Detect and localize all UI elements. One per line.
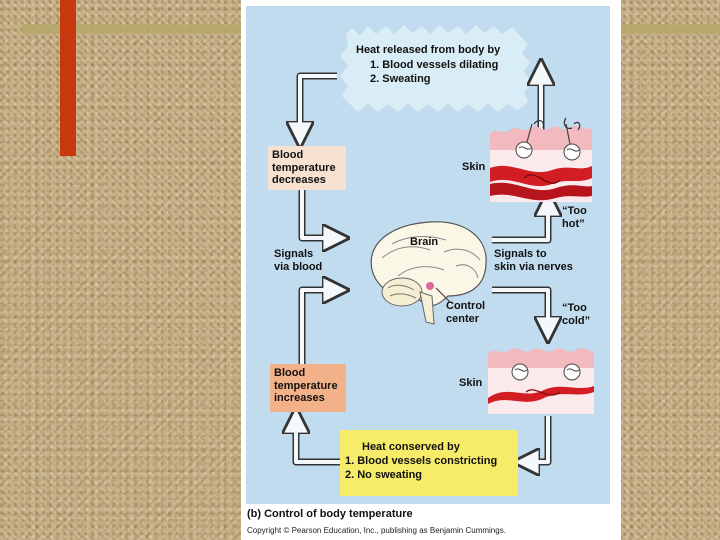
brain-label: Brain [410, 236, 439, 248]
blood-temp-increases-label: Blood temperature increases [274, 367, 338, 405]
skin-bottom-illustration [488, 348, 594, 414]
blood-temp-decreases-box [268, 146, 346, 190]
brain-illustration [370, 221, 487, 325]
skin-top-label: Skin [462, 161, 486, 173]
heat-released-title: Heat released from body by [356, 44, 501, 56]
heat-released-cloud [340, 25, 532, 112]
arrow-cloud-to-decrease [300, 72, 337, 135]
copyright-notice: Copyright © Pearson Education, Inc., pub… [247, 526, 506, 535]
figure-caption: (b) Control of body temperature [247, 508, 413, 520]
arrow-conserved-to-increase [296, 420, 340, 466]
heat-conserved-box [340, 430, 518, 496]
arrow-brain-to-skin-bottom [492, 286, 548, 330]
heat-conserved-title: Heat conserved by [362, 441, 460, 453]
skin-bottom-label: Skin [459, 377, 483, 389]
accent-bar [60, 0, 76, 156]
heat-conserved-item-2: 2. No sweating [345, 469, 423, 481]
arrow-brain-to-skin-top [492, 203, 548, 244]
arrow-increase-to-brain [298, 290, 336, 366]
heat-released-item-2: 2. Sweating [370, 73, 431, 85]
too-cold-label: “Too cold” [562, 302, 591, 327]
control-center-label: Control center [446, 300, 486, 325]
blood-temp-decreases-label: Blood temperature decreases [272, 149, 336, 187]
blood-temp-increases-box [270, 364, 346, 412]
heat-released-item-1: 1. Blood vessels dilating [370, 59, 499, 71]
heat-conserved-item-1: 1. Blood vessels constricting [345, 455, 498, 467]
too-hot-label: “Too hot” [562, 205, 587, 230]
arrow-decrease-to-brain [298, 190, 336, 238]
arrow-skin-to-conserved [526, 416, 552, 462]
signals-via-nerves-label: Signals to skin via nerves [494, 248, 573, 273]
signals-via-blood-label: Signals via blood [274, 248, 323, 273]
skin-top-illustration [490, 117, 592, 202]
